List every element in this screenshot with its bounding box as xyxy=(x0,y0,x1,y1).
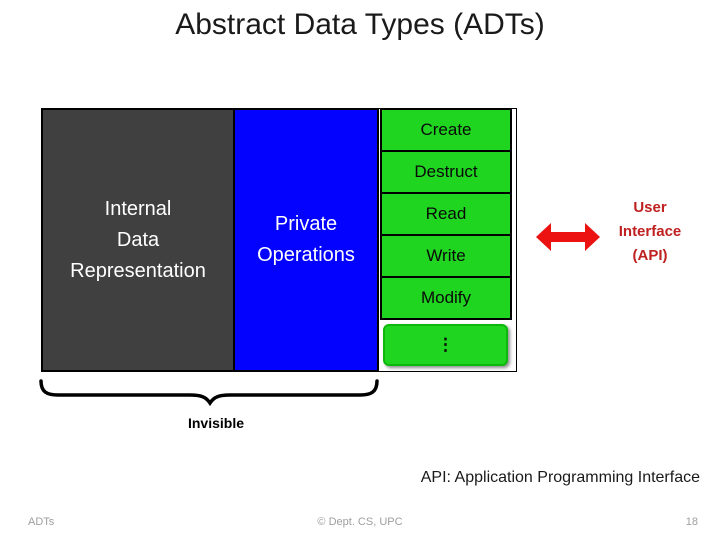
operation-modify: Modify xyxy=(380,276,512,320)
internal-data-representation-box: Internal Data Representation xyxy=(41,108,235,372)
underbrace-icon xyxy=(38,378,380,407)
private-operations-box: Private Operations xyxy=(233,108,379,372)
operation-write: Write xyxy=(380,234,512,278)
api-definition-note: API: Application Programming Interface xyxy=(420,469,700,486)
internal-box-label-line1: Internal xyxy=(104,197,172,220)
user-interface-label-line1: User xyxy=(633,199,667,216)
slide-title: Abstract Data Types (ADTs) xyxy=(175,8,545,41)
private-box-label-line1: Private xyxy=(274,213,338,235)
footer-page-number: 18 xyxy=(685,516,698,528)
footer-copyright: © Dept. CS, UPC xyxy=(317,516,403,528)
user-interface-label-line2: Interface xyxy=(618,223,682,240)
operation-destruct: Destruct xyxy=(380,150,512,194)
internal-box-label-line3: Representation xyxy=(70,259,206,282)
double-arrow-icon xyxy=(536,222,600,252)
operation-read: Read xyxy=(380,192,512,236)
user-interface-api-label: User Interface (API) xyxy=(598,196,702,268)
footer-slide-name: ADTs xyxy=(28,516,55,528)
operation-create: Create xyxy=(380,108,512,152)
private-box-label-line2: Operations xyxy=(257,244,355,266)
invisible-label: Invisible xyxy=(187,415,245,431)
user-interface-label-line3: (API) xyxy=(632,247,668,264)
internal-box-label-line2: Data xyxy=(116,228,160,251)
operation-more-ellipsis: ⋮ xyxy=(383,324,508,366)
